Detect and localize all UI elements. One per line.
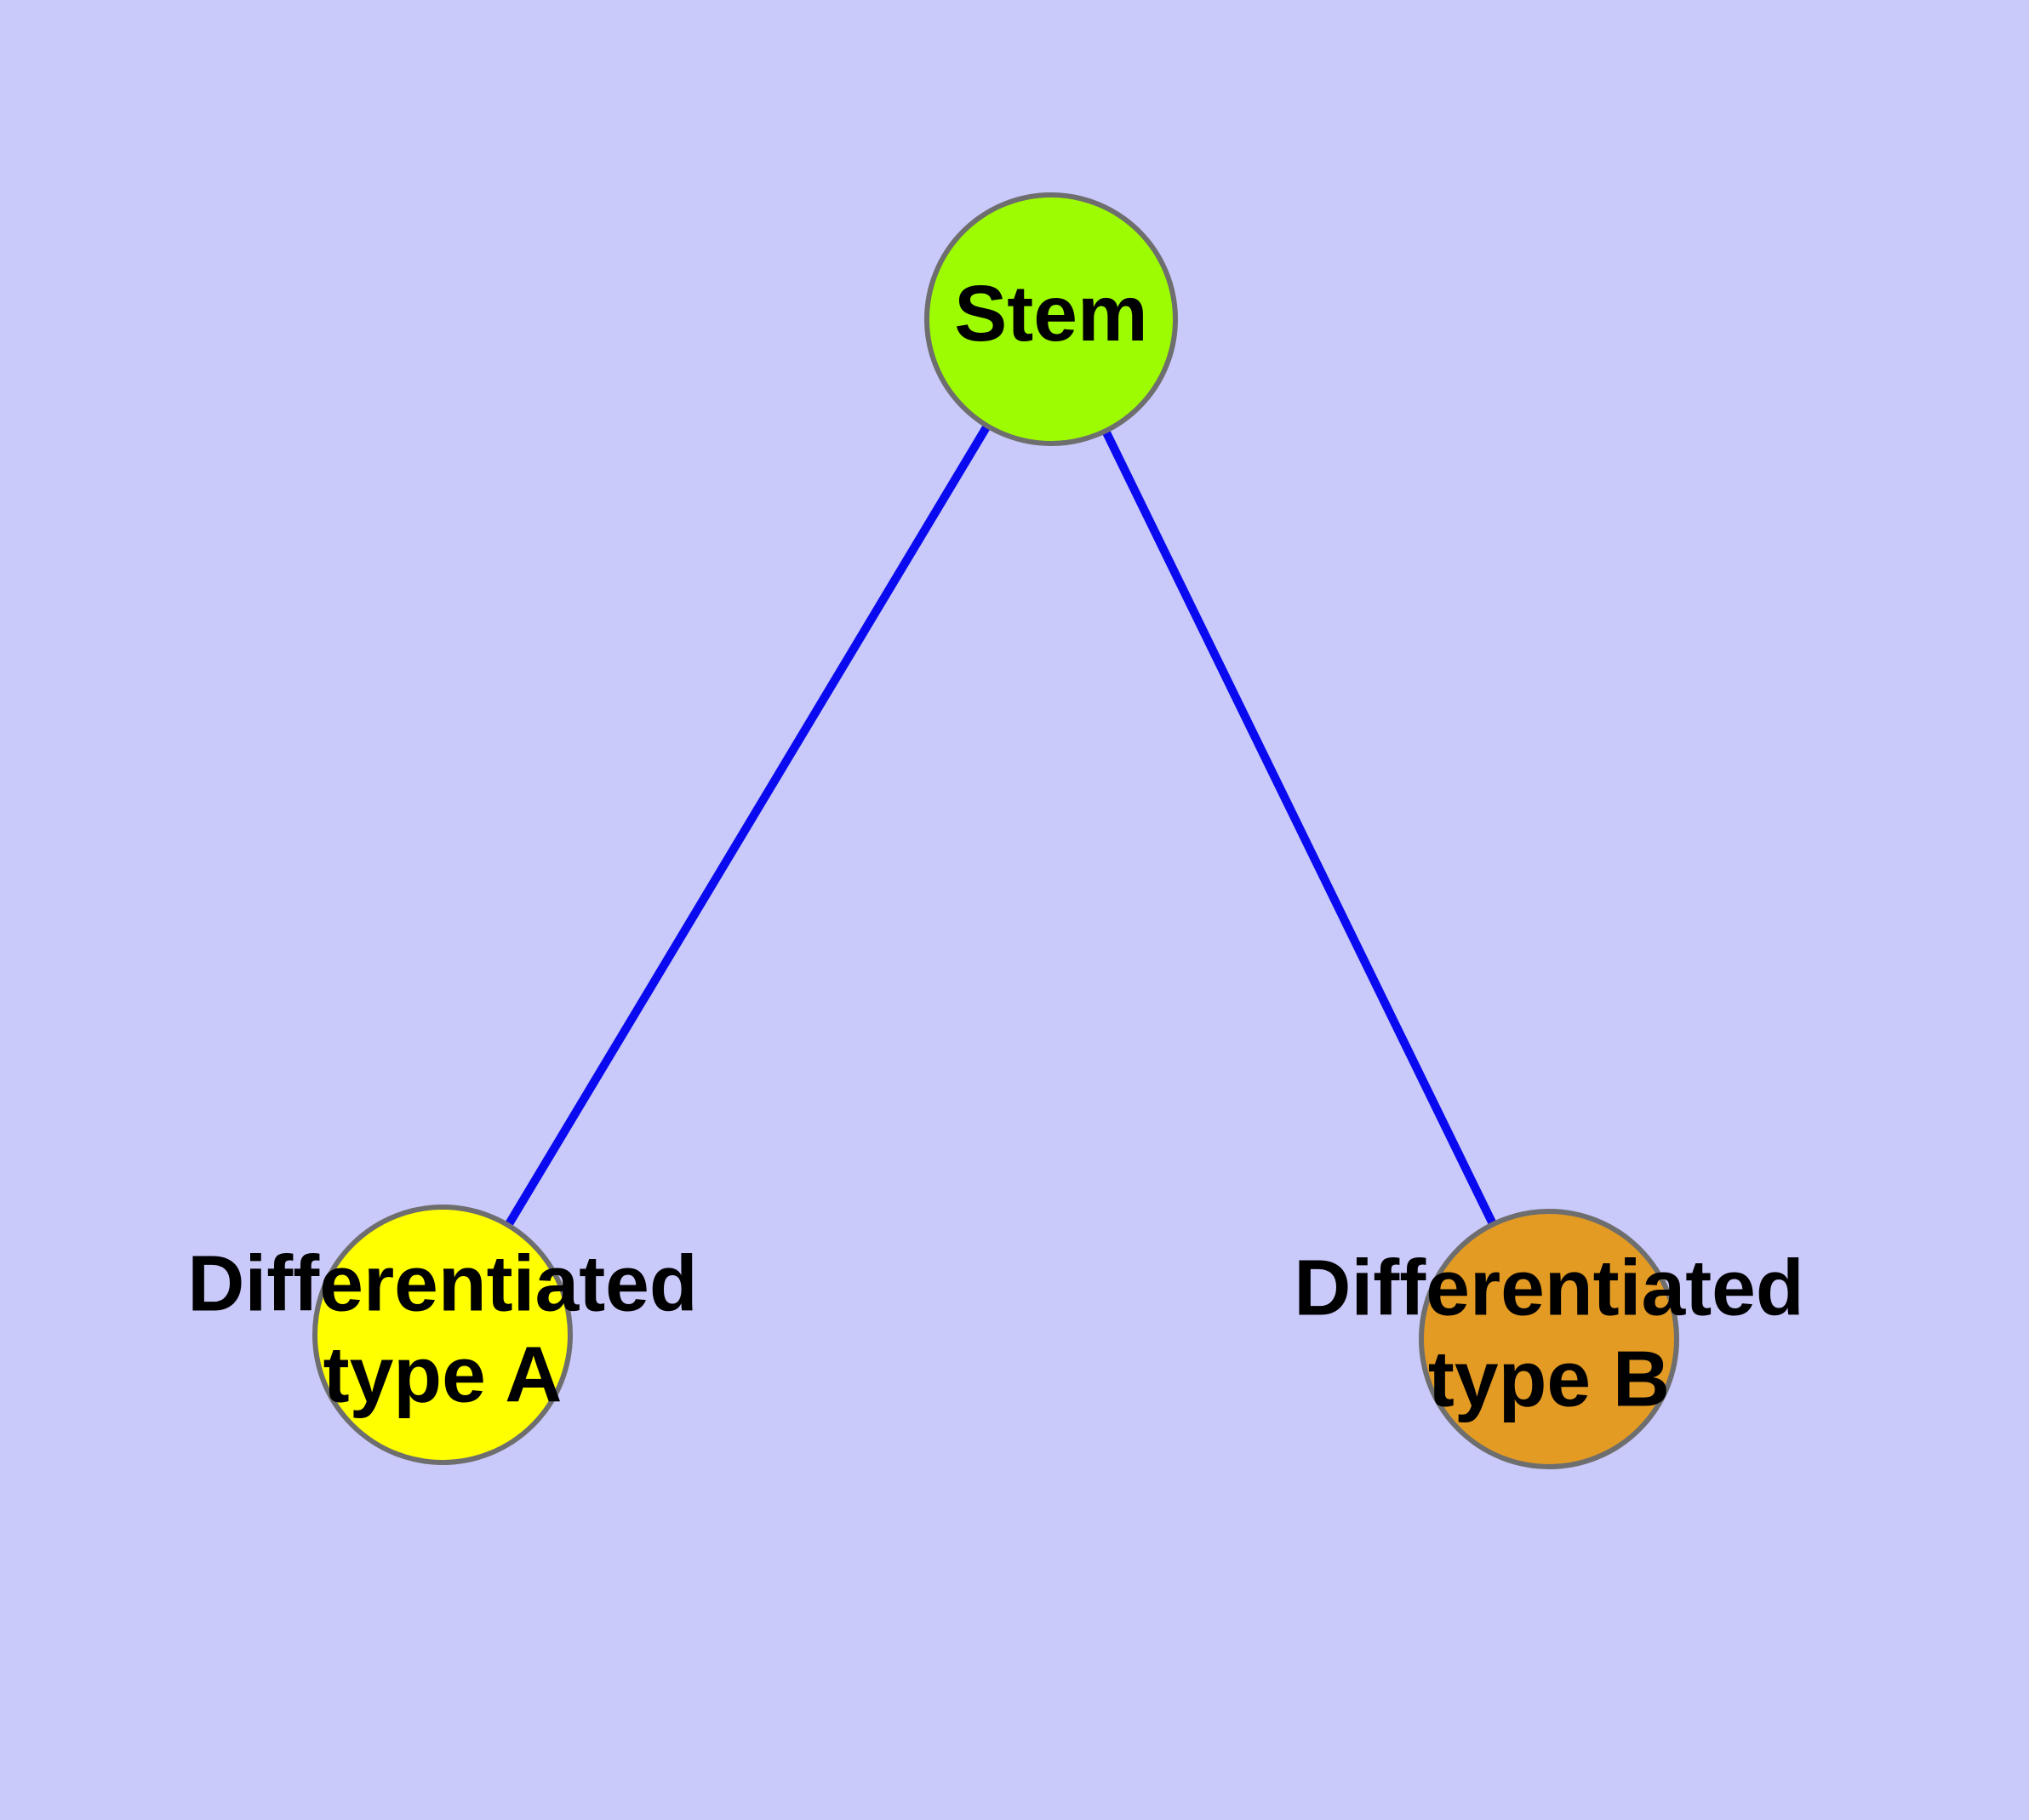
node-label-line: type A <box>323 1330 563 1418</box>
node-differentiated-type-b[interactable] <box>1419 1209 1679 1469</box>
edge-layer <box>438 317 1553 1342</box>
edge-stem-to-differentiated-type-b[interactable] <box>1047 317 1553 1342</box>
edge-stem-to-differentiated-type-a[interactable] <box>438 317 1055 1337</box>
node-label-line: type B <box>1428 1334 1670 1422</box>
node-label-line: Differentiated <box>1294 1243 1803 1331</box>
node-layer <box>312 192 1679 1469</box>
node-label-line: Stem <box>954 269 1147 358</box>
node-stem[interactable] <box>924 192 1178 446</box>
node-label-line: Differentiated <box>187 1239 697 1327</box>
node-label-stem: Stem <box>954 269 1147 358</box>
node-differentiated-type-a[interactable] <box>312 1205 573 1465</box>
